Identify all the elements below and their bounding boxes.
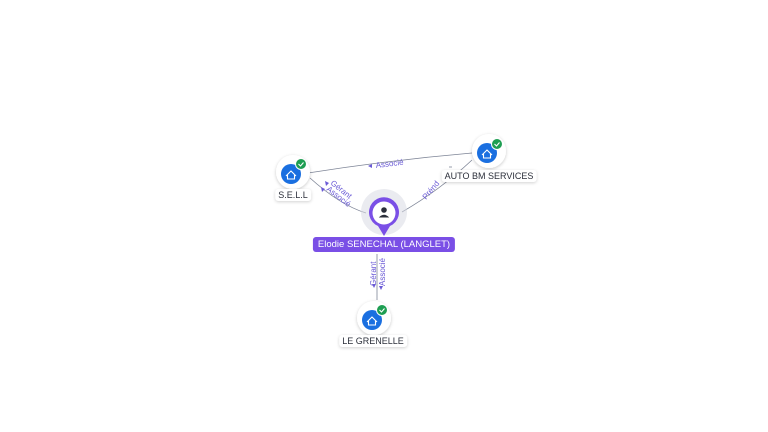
check-badge-icon bbox=[491, 138, 503, 150]
edge-label-person-grenelle-1: Gérant bbox=[369, 261, 378, 286]
check-badge-icon bbox=[376, 304, 388, 316]
edge-arrow bbox=[368, 164, 372, 168]
check-badge-icon bbox=[295, 158, 307, 170]
company-icon bbox=[477, 143, 497, 163]
company-icon bbox=[362, 310, 382, 330]
edge-person-autobm bbox=[401, 159, 473, 213]
company-label-autobm[interactable]: AUTO BM SERVICES bbox=[441, 170, 537, 182]
company-label-sell[interactable]: S.E.L.L bbox=[275, 189, 311, 201]
company-label-grenelle[interactable]: LE GRENELLE bbox=[339, 335, 407, 347]
edge-label-person-autobm: Prénd bbox=[421, 179, 442, 201]
person-icon bbox=[378, 207, 390, 218]
edge-arrow bbox=[372, 284, 376, 288]
edge-arrow bbox=[321, 187, 325, 192]
edge-label-person-grenelle-2: Associé bbox=[378, 257, 387, 286]
edge-arrow bbox=[379, 286, 383, 290]
company-node-grenelle[interactable] bbox=[357, 301, 391, 335]
person-label[interactable]: Elodie SENECHAL (LANGLET) bbox=[312, 237, 456, 252]
person-node[interactable] bbox=[361, 189, 407, 236]
edge-label-sell-autobm: Associé bbox=[375, 158, 404, 170]
edge-arrow bbox=[325, 181, 329, 186]
edge-sell-autobm bbox=[307, 152, 473, 174]
company-icon bbox=[281, 164, 301, 184]
company-node-autobm[interactable] bbox=[472, 134, 506, 168]
company-node-sell[interactable] bbox=[276, 155, 310, 189]
